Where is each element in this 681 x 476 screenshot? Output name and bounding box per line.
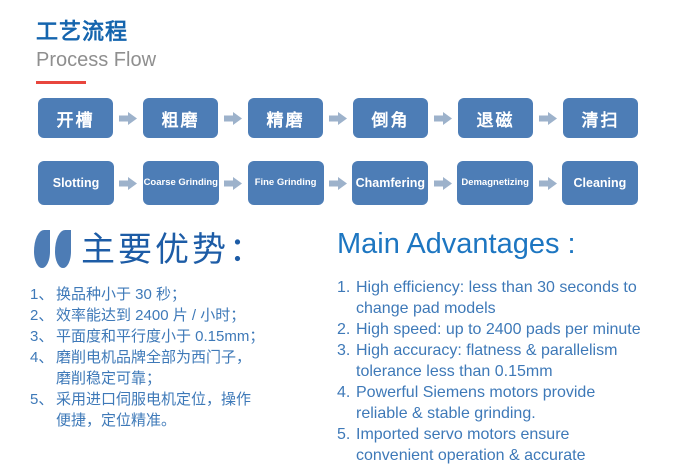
advantage-item-number: 4、	[30, 349, 54, 366]
flow-step: Cleaning	[561, 161, 638, 205]
flow-arrow-icon	[328, 176, 347, 190]
flow-step: Coarse Grinding	[142, 161, 219, 205]
page-title-chinese: 工艺流程	[36, 19, 129, 44]
flow-arrow-icon	[119, 111, 137, 125]
flow-row-english: Slotting Coarse Grinding Fine Grinding Cham…	[38, 161, 638, 205]
advantage-item-text: 效率能达到 2400 片 / 小时；	[56, 307, 246, 324]
advantage-item-number: 3.	[337, 342, 351, 359]
advantages-heading-english: Main Advantages :	[337, 228, 576, 260]
advantage-item-text: 磨削电机品牌全部为西门子，磨削稳定可靠；	[56, 349, 252, 387]
flow-step: 退磁	[458, 98, 533, 138]
quote-mark-right	[55, 230, 71, 268]
advantage-item-number: 1、	[30, 286, 54, 303]
flow-step: Fine Grinding	[247, 161, 324, 205]
flow-arrow-icon	[119, 176, 138, 190]
advantage-item-number: 5.	[337, 426, 351, 443]
double-quote-icon	[34, 230, 71, 268]
advantage-item: 1. High efficiency: less than 30 seconds …	[337, 277, 673, 319]
flow-arrow-icon	[329, 111, 347, 125]
advantage-item: 2、效率能达到 2400 片 / 小时；	[30, 305, 332, 326]
advantage-item-number: 4.	[337, 384, 351, 401]
advantage-item-text: 采用进口伺服电机定位，操作便捷，定位精准。	[56, 391, 252, 429]
flow-arrow-icon	[224, 111, 242, 125]
red-accent-divider	[36, 81, 86, 84]
advantages-heading-chinese: 主要优势：	[81, 231, 266, 269]
advantage-item-number: 1.	[337, 279, 351, 296]
advantages-heading-chinese-row: 主要优势：	[30, 222, 332, 271]
advantages-column-english: Main Advantages : 1. High efficiency: les…	[337, 228, 673, 466]
advantage-item: 3、平面度和平行度小于 0.15mm；	[30, 326, 332, 347]
advantage-item: 1、换品种小于 30 秒；	[30, 284, 332, 305]
advantages-column-chinese: 主要优势： 1、换品种小于 30 秒；2、效率能达到 2400 片 / 小时；3…	[30, 222, 332, 431]
page-title-english: Process Flow	[36, 49, 157, 71]
flow-step: 开槽	[38, 98, 113, 138]
advantage-item-number: 3、	[30, 328, 54, 345]
flow-arrow-icon	[433, 176, 452, 190]
quote-mark-left	[34, 230, 50, 268]
process-flow-diagram: 开槽粗磨精磨倒角退磁清扫 Slotting Coarse Grinding Fine…	[38, 98, 638, 205]
page-header: 工艺流程 Process Flow	[36, 14, 156, 84]
flow-step: 倒角	[353, 98, 428, 138]
advantage-item-text: High speed: up to 2400 pads per minute	[356, 321, 641, 338]
advantage-item-number: 2.	[337, 321, 351, 338]
advantage-item: 2. High speed: up to 2400 pads per minute	[337, 319, 673, 340]
advantage-item: 5、采用进口伺服电机定位，操作便捷，定位精准。	[30, 389, 332, 431]
flow-arrow-icon	[224, 176, 243, 190]
flow-row-chinese: 开槽粗磨精磨倒角退磁清扫	[38, 98, 638, 138]
flow-step: Slotting	[38, 161, 114, 205]
advantage-item-number: 5、	[30, 391, 54, 408]
flow-step: Demagnetizing	[457, 161, 534, 205]
advantage-item-text: 换品种小于 30 秒；	[56, 286, 187, 303]
advantage-item-number: 2、	[30, 307, 54, 324]
flow-step: 精磨	[248, 98, 323, 138]
flow-arrow-icon	[539, 111, 557, 125]
advantage-item-text: High efficiency: less than 30 seconds to…	[356, 279, 637, 317]
flow-arrow-icon	[538, 176, 557, 190]
advantages-list-english: 1. High efficiency: less than 30 seconds …	[337, 277, 673, 466]
flow-arrow-icon	[434, 111, 452, 125]
advantage-item: 4、磨削电机品牌全部为西门子，磨削稳定可靠；	[30, 347, 332, 389]
flow-step: Chamfering	[352, 161, 429, 205]
advantage-item-text: 平面度和平行度小于 0.15mm；	[56, 328, 265, 345]
flow-step: 清扫	[563, 98, 638, 138]
flow-step: 粗磨	[143, 98, 218, 138]
advantages-list-chinese: 1、换品种小于 30 秒；2、效率能达到 2400 片 / 小时；3、平面度和平…	[30, 284, 332, 431]
